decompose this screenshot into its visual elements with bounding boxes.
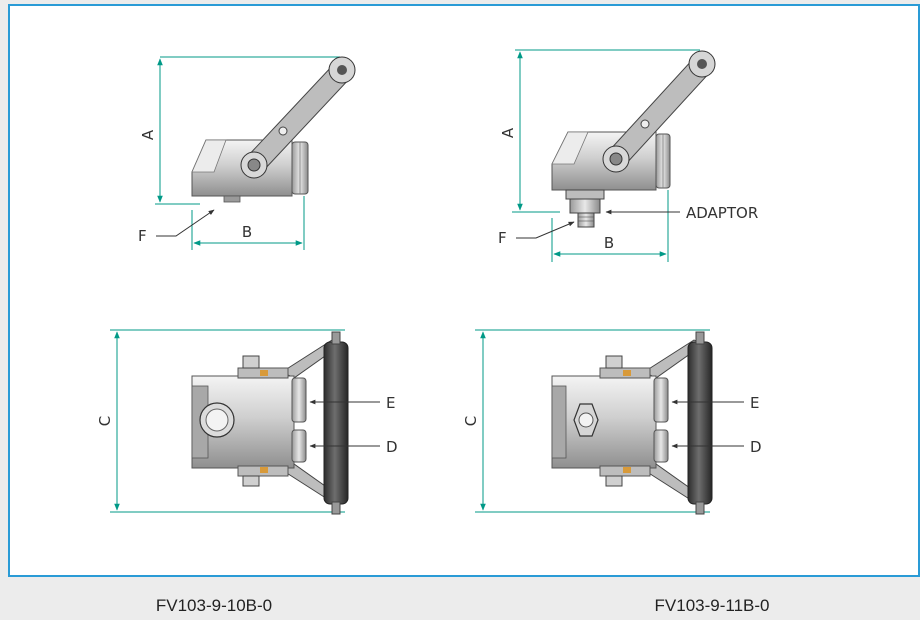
top-view-left: C E D	[96, 329, 398, 515]
dimension-e-label: E	[386, 394, 395, 412]
lever-arm	[602, 50, 716, 173]
side-view-right: A B ADAPTOR F	[498, 49, 758, 262]
adaptor-label: ADAPTOR	[686, 204, 758, 222]
dimension-f-label: F	[498, 229, 507, 247]
dimension-d-label: D	[386, 438, 398, 456]
dimension-d-label: D	[750, 438, 762, 456]
dimension-a-label: A	[499, 127, 517, 138]
adaptor-fitting	[565, 189, 605, 228]
caption-right: FV103-9-11B-0	[654, 596, 770, 615]
valve-body	[191, 355, 307, 487]
dimension-c-label: C	[462, 416, 480, 426]
dimension-b-label: B	[242, 223, 252, 241]
side-view-left: A B F	[138, 56, 356, 250]
lever-arm	[240, 56, 356, 179]
roller	[687, 331, 713, 515]
roller	[323, 331, 349, 515]
top-view-right: C E D	[462, 329, 762, 515]
valve-body	[551, 355, 669, 487]
dimension-c-label: C	[96, 416, 114, 426]
dimension-f-label: F	[138, 227, 147, 245]
technical-drawing: A B F A B	[96, 49, 762, 515]
caption-left: FV103-9-10B-0	[155, 596, 273, 615]
dimension-e-label: E	[750, 394, 759, 412]
dimension-b-label: B	[604, 234, 614, 252]
dimension-a-label: A	[139, 129, 157, 140]
